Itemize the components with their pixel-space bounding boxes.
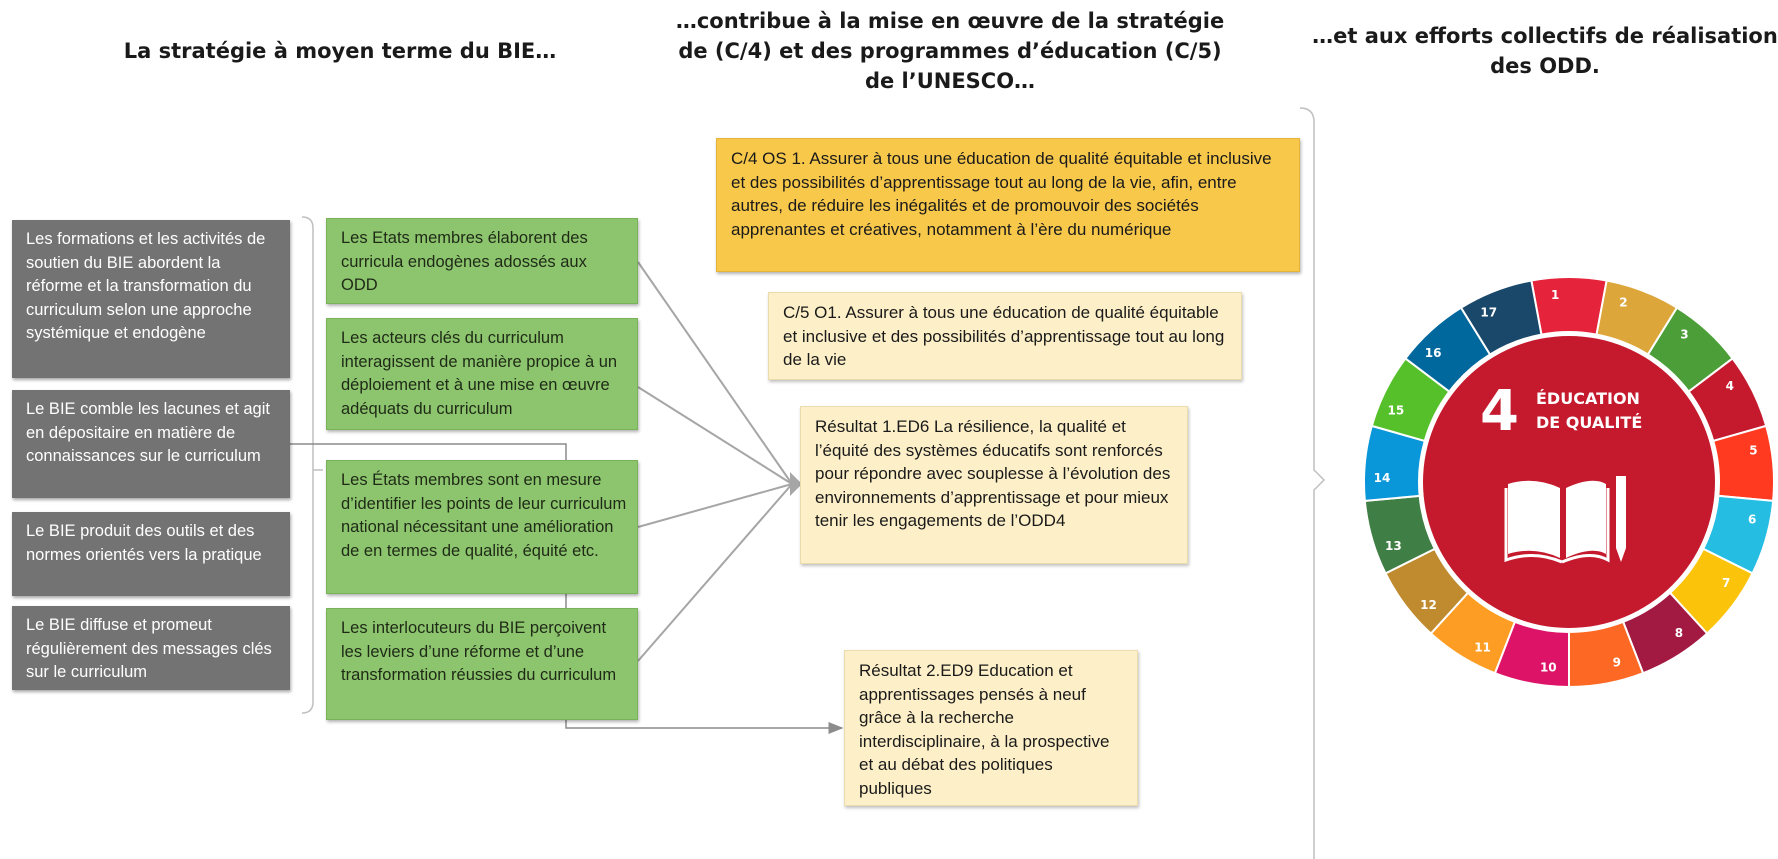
sdg-segment-number: 3 (1680, 327, 1688, 341)
bie-activity-box: Le BIE comble les lacunes et agit en dép… (12, 390, 290, 498)
sdg-segment-number: 1 (1551, 288, 1559, 302)
sdg-segment-number: 13 (1385, 539, 1402, 553)
connector-green-3 (637, 483, 793, 528)
sdg-segment-number: 6 (1748, 512, 1756, 526)
connector-green-4 (637, 483, 793, 662)
sdg-segment-17 (1459, 279, 1543, 356)
sdg-segment-1 (1530, 276, 1608, 336)
right-bracket (1299, 107, 1326, 859)
sdg-segment-number: 12 (1420, 598, 1437, 612)
sdg-segment-number: 2 (1619, 296, 1627, 310)
sdg-segment-number: 11 (1474, 640, 1491, 654)
connector-green-1 (637, 261, 793, 485)
expected-result-2-box: Résultat 2.ED9 Education et apprentissag… (844, 650, 1138, 806)
c5-objective-box: C/5 O1. Assurer à tous une éducation de … (768, 292, 1242, 380)
bie-activity-box: Les formations et les activités de souti… (12, 220, 290, 378)
sdg-center-title-line2: DE QUALITÉ (1536, 413, 1643, 432)
sdg-segment-number: 14 (1374, 471, 1391, 485)
sdg4-center-disc (1423, 336, 1715, 628)
left-column-heading: La stratégie à moyen terme du BIE… (123, 39, 557, 63)
sdg-segment-number: 8 (1675, 626, 1683, 640)
sdg-segment-number: 10 (1540, 660, 1557, 674)
sdg-segment-number: 7 (1722, 576, 1730, 590)
sdg-segment-number: 17 (1480, 306, 1497, 320)
outcome-box: Les Etats membres élaborent des curricul… (326, 218, 638, 304)
bie-activity-box: Le BIE produit des outils et des normes … (12, 512, 290, 596)
open-book-and-pencil-icon (1504, 476, 1626, 564)
outcome-box: Les interlocuteurs du BIE perçoivent les… (326, 608, 638, 720)
middle-column-heading: …contribue à la mise en œuvre de la stra… (675, 9, 1225, 93)
bie-activity-box: Le BIE diffuse et promeut régulièrement … (12, 606, 290, 690)
convergence-arrowhead (790, 472, 802, 496)
right-column-heading: …et aux efforts collectifs de réalisatio… (1312, 24, 1778, 78)
sdg-segment-number: 4 (1726, 379, 1734, 393)
expected-result-1-box: Résultat 1.ED6 La résilience, la qualité… (800, 406, 1188, 564)
c4-strategic-objective-box: C/4 OS 1. Assurer à tous une éducation d… (716, 138, 1300, 272)
sdg-center-title-line1: ÉDUCATION (1536, 389, 1640, 408)
sdg-center-number: 4 (1480, 379, 1519, 444)
sdg-segment-number: 15 (1388, 404, 1405, 418)
sdg-segment-number: 9 (1613, 655, 1621, 669)
connector-green-2 (637, 386, 793, 485)
outcome-box: Les États membres sont en mesure d’ident… (326, 460, 638, 594)
sdg-segment-number: 16 (1425, 346, 1442, 360)
outcome-box: Les acteurs clés du curriculum interagis… (326, 318, 638, 430)
left-bracket (301, 216, 314, 714)
sdg-segment-number: 5 (1749, 444, 1757, 458)
